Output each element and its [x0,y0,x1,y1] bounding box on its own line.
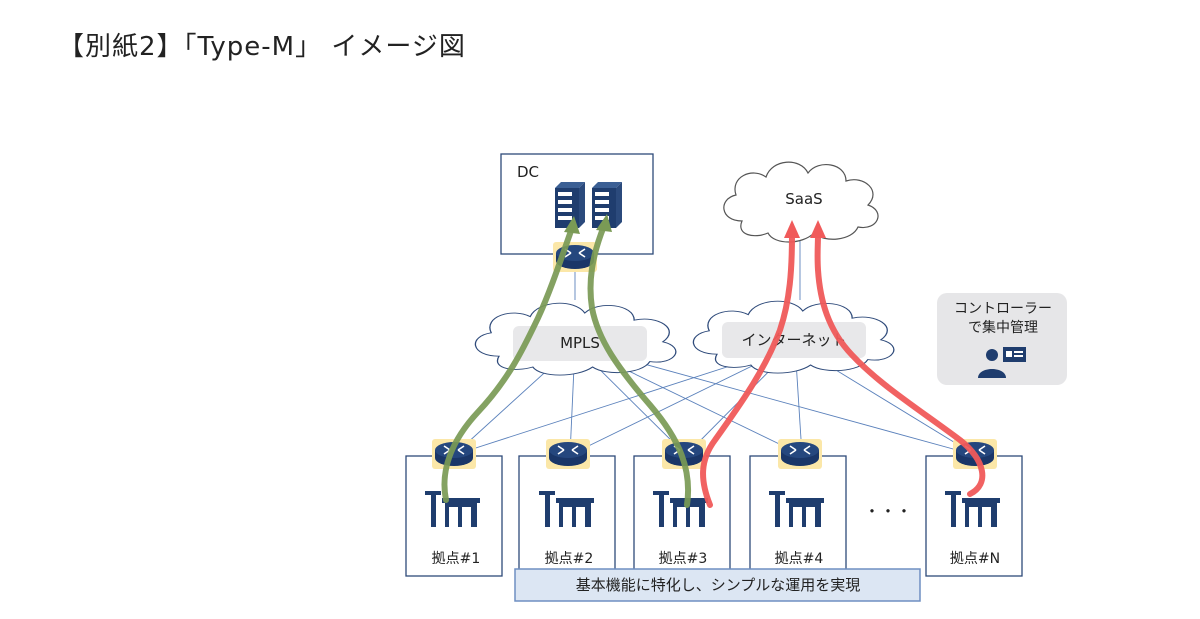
internet-label: インターネット [741,331,846,349]
internet-cloud [692,300,895,374]
site-3-label: 拠点#3 [659,551,708,567]
caption-text: 基本機能に特化し、シンプルな運用を実現 [576,576,861,594]
green-traffic-paths [441,223,692,508]
site-1 [405,438,503,577]
site-4 [749,438,847,577]
controller-line2: で集中管理 [968,319,1038,336]
mpls-cloud [474,302,677,376]
controller-box [937,293,1067,385]
green-arrowhead-1 [564,216,580,234]
site-4-label: 拠点#4 [775,551,824,567]
caption-box [514,568,921,602]
site-2-label: 拠点#2 [545,551,594,567]
green-arrowhead-2 [596,214,612,232]
red-arrowhead-2 [810,220,826,238]
red-arrowhead-1 [784,220,800,238]
admin-user-icon [978,347,1026,378]
ellipsis: ・・・ [864,502,912,521]
server-icon-1 [555,182,585,228]
red-traffic-paths [700,231,986,508]
dc-label: DC [517,163,539,181]
site-n-label: 拠点#N [950,551,1000,567]
site-3 [633,438,731,577]
saas-label: SaaS [785,190,822,208]
mpls-label: MPLS [560,334,600,352]
page-title: 【別紙2】「Type-M」 イメージ図 [58,32,466,62]
site-1-label: 拠点#1 [432,551,481,567]
site-n [925,438,1023,577]
controller-line1: コントローラー [954,301,1052,317]
